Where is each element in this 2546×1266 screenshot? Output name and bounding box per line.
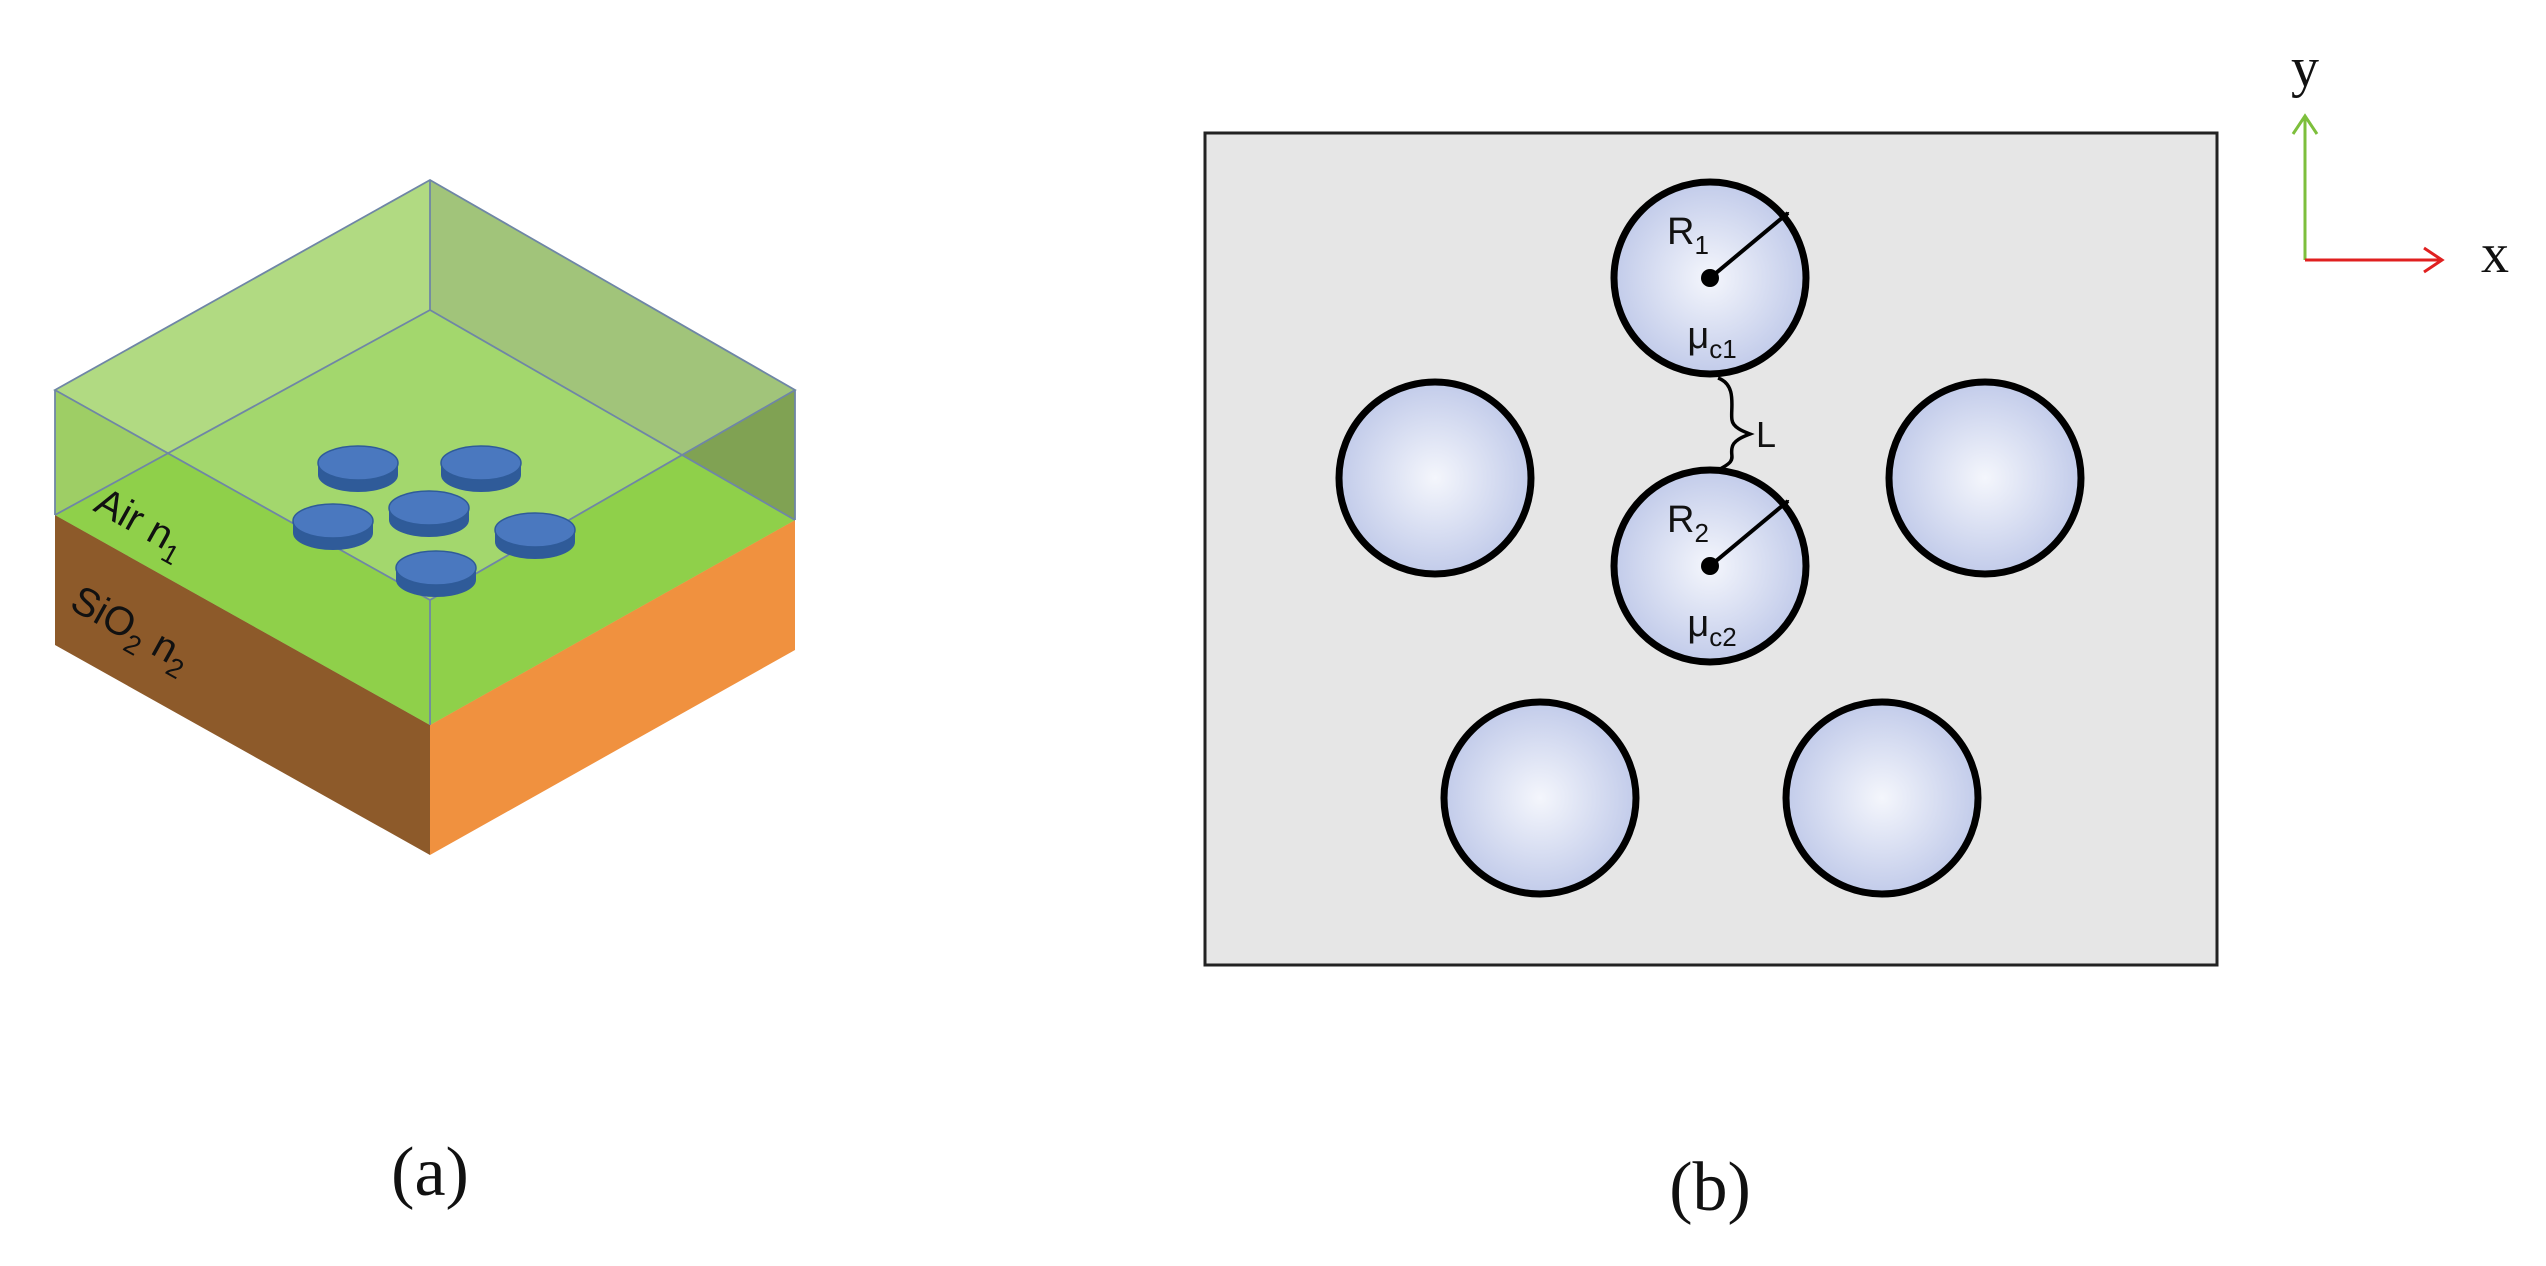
y-axis-label: y	[2291, 37, 2319, 99]
gap-label: L	[1756, 414, 1776, 455]
potential-1-label: μc1	[1687, 315, 1736, 364]
potential-2-label: μc2	[1687, 603, 1736, 652]
radius-1-arrow	[1708, 211, 1788, 280]
panel-b-label: (b)	[1669, 1149, 1751, 1226]
coordinate-axes: y x	[2291, 37, 2509, 285]
cylinder-bottom-right	[1782, 698, 1982, 898]
air-top-face	[55, 180, 795, 600]
cylinder-bottom-left	[1440, 698, 1640, 898]
gap-brace	[1717, 376, 1755, 472]
panel-a-label: (a)	[391, 1134, 469, 1211]
disk	[388, 490, 470, 537]
disk-array	[292, 445, 576, 597]
radius-2-arrow	[1708, 499, 1788, 568]
radius-1-label: R1	[1667, 211, 1709, 260]
substrate-left-face	[55, 515, 430, 855]
panel-a-diagram: Air n1 SiO2 n2	[53, 178, 797, 855]
radius-2-label: R2	[1667, 499, 1709, 548]
disk	[494, 512, 576, 559]
disk	[292, 503, 374, 550]
substrate-right-face	[430, 520, 795, 855]
disk	[440, 445, 522, 492]
x-axis-label: x	[2481, 223, 2509, 285]
disk	[395, 550, 477, 597]
cylinder-right	[1885, 378, 2085, 578]
panel-b-diagram: R1 μc1 R2 μc2 L	[1203, 131, 2219, 967]
disk	[317, 445, 399, 492]
cylinder-left	[1335, 378, 1535, 578]
